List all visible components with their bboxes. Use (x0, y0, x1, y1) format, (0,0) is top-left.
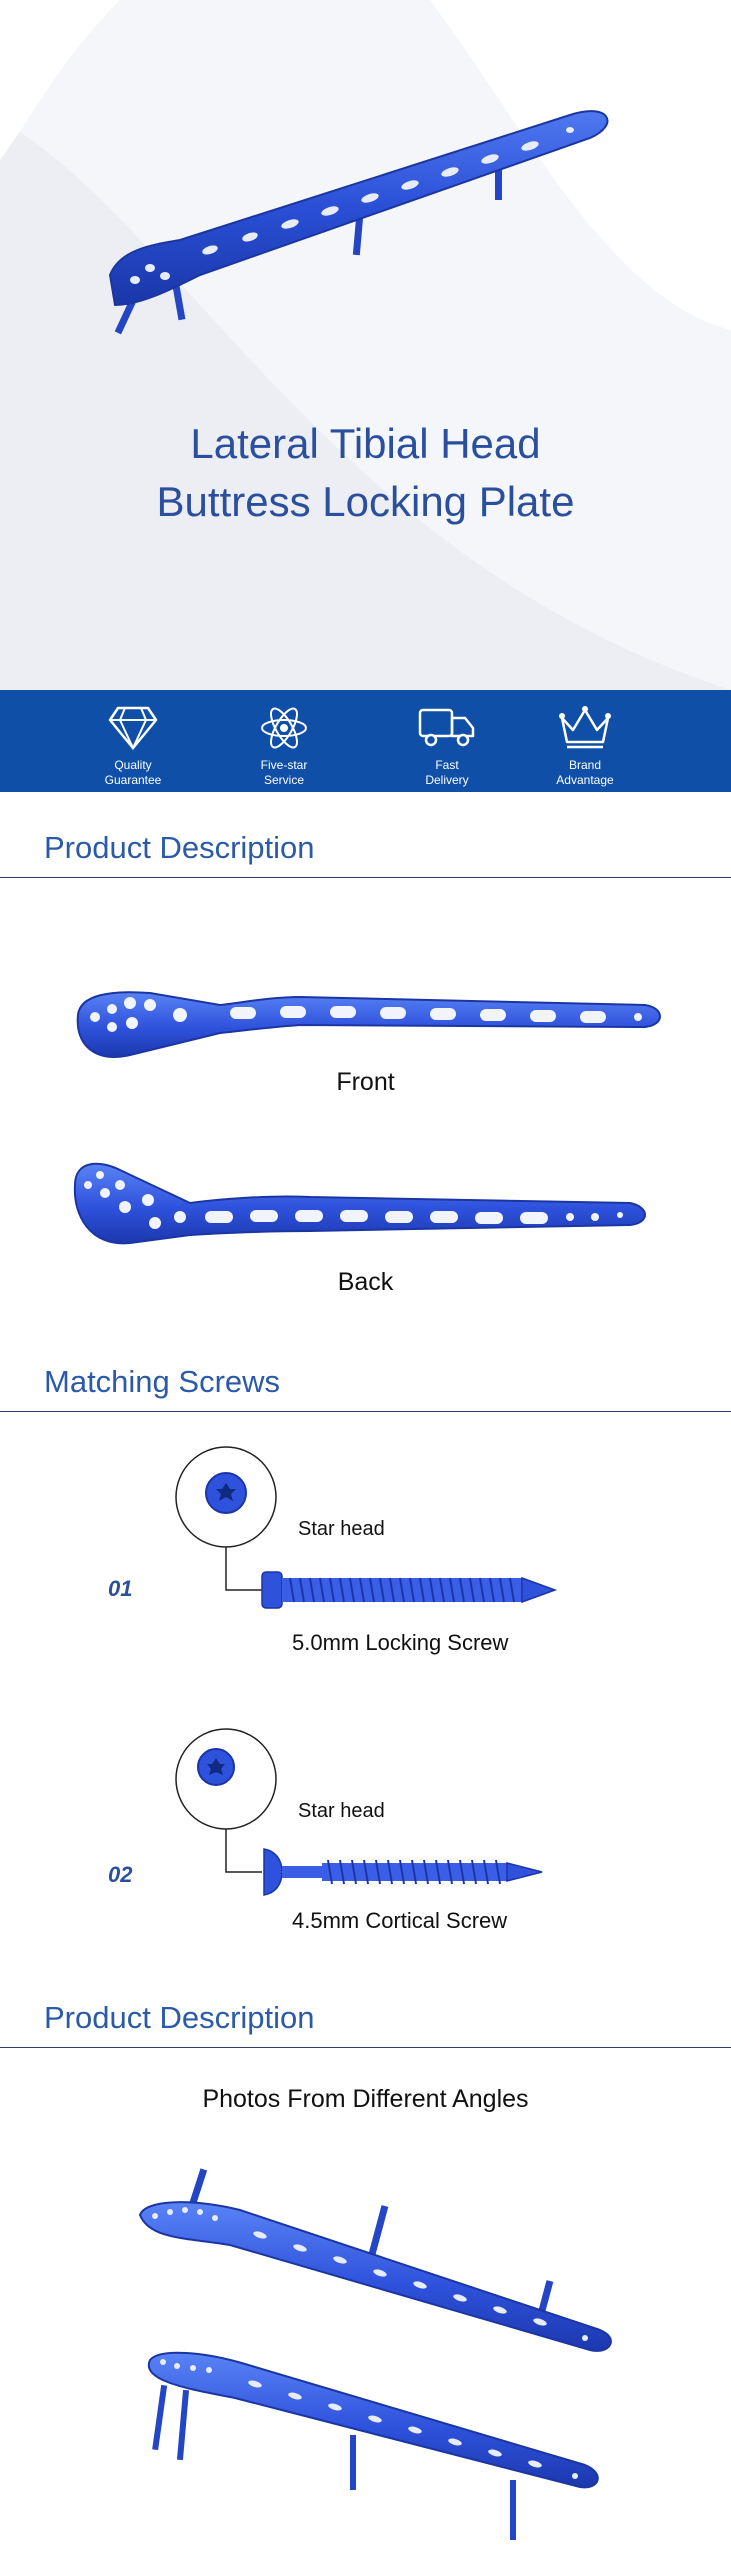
section-title: Product Description (44, 2000, 315, 2035)
star-head-label: Star head (298, 1800, 385, 1822)
feature-service-line1: Five-star (260, 758, 308, 772)
feature-delivery-line1: Fast (435, 758, 459, 772)
screw-name: 4.5mm Cortical Screw (292, 1908, 508, 1933)
hero-plate-image (108, 110, 609, 335)
back-view-label: Back (337, 1268, 394, 1296)
section-divider (0, 2047, 731, 2048)
section-divider (0, 877, 731, 878)
section-heading-description: Product Description (0, 792, 731, 878)
section-title: Matching Screws (44, 1364, 281, 1399)
product-title: Lateral Tibial Head Buttress Locking Pla… (0, 415, 731, 531)
screw-name: 5.0mm Locking Screw (292, 1630, 509, 1655)
feature-service: Five-star Service (224, 704, 344, 788)
product-title-line1: Lateral Tibial Head (190, 420, 541, 467)
feature-service-line2: Service (263, 773, 304, 787)
angles-caption: Photos From Different Angles (202, 2085, 529, 2113)
locking-screw-image (175, 1446, 558, 1609)
hero-banner: Lateral Tibial Head Buttress Locking Pla… (0, 0, 731, 690)
angle-photo-1 (138, 2168, 612, 2352)
feature-brand-line2: Advantage (556, 773, 614, 787)
section-heading-description: Product Description (0, 1962, 731, 2048)
diamond-icon (108, 706, 158, 751)
star-head-label: Star head (298, 1518, 385, 1540)
atom-icon (261, 707, 307, 749)
feature-brand-line1: Brand (568, 758, 602, 772)
feature-quality: Quality Guarantee (73, 704, 193, 788)
feature-delivery-line2: Delivery (425, 773, 469, 787)
section-title: Product Description (44, 830, 315, 865)
feature-quality-line2: Guarantee (104, 773, 162, 787)
feature-quality-line1: Quality (114, 758, 152, 772)
truck-icon (418, 708, 475, 747)
feature-delivery: Fast Delivery (387, 704, 507, 788)
feature-brand: Brand Advantage (525, 704, 645, 788)
screw-number: 02 (108, 1862, 133, 1887)
product-title-line2: Buttress Locking Plate (156, 478, 575, 525)
front-view-image (76, 991, 661, 1058)
front-view-label: Front (336, 1068, 395, 1096)
screw-number: 01 (108, 1576, 133, 1601)
features-band: Quality Guarantee Five-star Service Fast… (0, 690, 731, 792)
crown-icon (559, 706, 611, 749)
cortical-screw-image (175, 1728, 543, 1896)
hero-background (0, 0, 731, 690)
section-divider (0, 1411, 731, 1412)
angle-photo-2 (147, 2351, 599, 2540)
section-heading-screws: Matching Screws (0, 1326, 731, 1412)
back-view-image (73, 1162, 646, 1245)
